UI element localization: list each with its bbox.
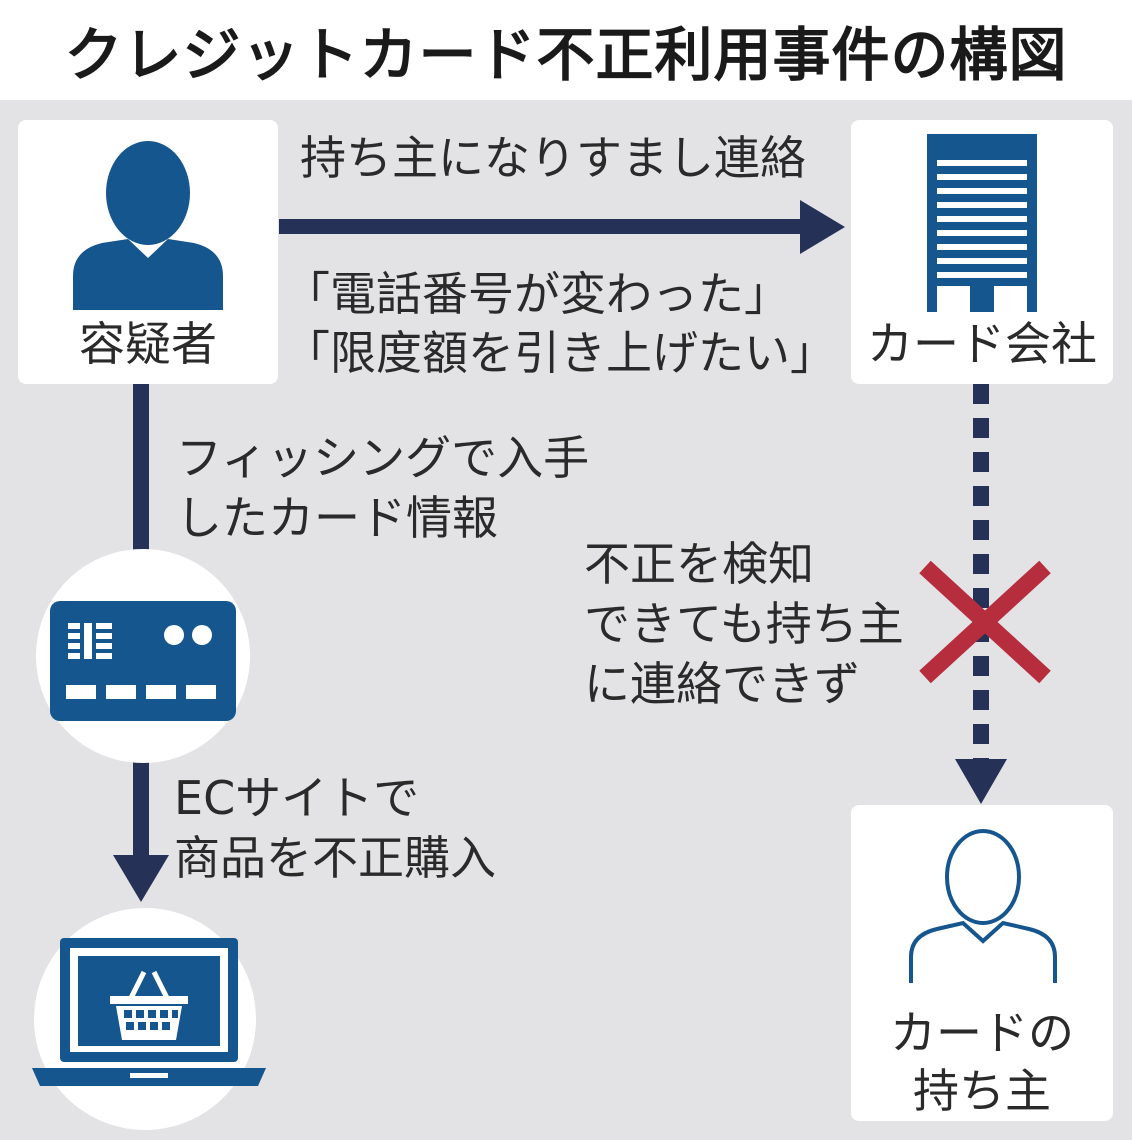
diagram-title: クレジットカード不正利用事件の構図 xyxy=(0,0,1132,100)
phishing-label-line2: したカード情報 xyxy=(176,491,498,545)
impersonation-arrow xyxy=(279,200,845,254)
notification-dashed-arrow xyxy=(955,384,1007,804)
card-company-node: カード会社 xyxy=(851,120,1113,384)
suspect-node: 容疑者 xyxy=(18,120,278,384)
card-company-label: カード会社 xyxy=(867,317,1097,371)
suspect-label: 容疑者 xyxy=(79,317,217,371)
card-holder-label-line2: 持ち主 xyxy=(913,1064,1051,1118)
ec-label-line2: 商品を不正購入 xyxy=(174,831,496,885)
person-outline-icon xyxy=(909,829,1057,983)
credit-card-node xyxy=(36,549,250,763)
laptop-shopping-basket-icon xyxy=(32,938,266,1086)
person-silhouette-icon xyxy=(73,141,223,310)
phishing-label-line1: フィッシングで入手 xyxy=(176,431,590,485)
ec-label-line1: ECサイトで xyxy=(174,771,420,825)
blocked-cross-icon xyxy=(919,560,1051,684)
phishing-connector-line xyxy=(133,384,149,554)
laptop-node xyxy=(32,908,266,1130)
fraud-label-line3: に連絡できず xyxy=(584,657,860,711)
fraud-label-line2: できても持ち主 xyxy=(584,597,904,651)
credit-card-icon xyxy=(50,601,236,721)
ec-purchase-arrow xyxy=(113,762,169,902)
card-holder-node: カードの 持ち主 xyxy=(851,805,1113,1121)
fraud-label-line1: 不正を検知 xyxy=(584,537,814,591)
office-building-icon xyxy=(927,134,1037,312)
card-holder-label-line1: カードの xyxy=(890,1006,1074,1060)
quote-phone-number-changed: 「電話番号が変わった」 xyxy=(284,267,790,321)
quote-raise-limit: 「限度額を引き上げたい」 xyxy=(284,326,836,380)
impersonation-label: 持ち主になりすまし連絡 xyxy=(300,131,806,185)
